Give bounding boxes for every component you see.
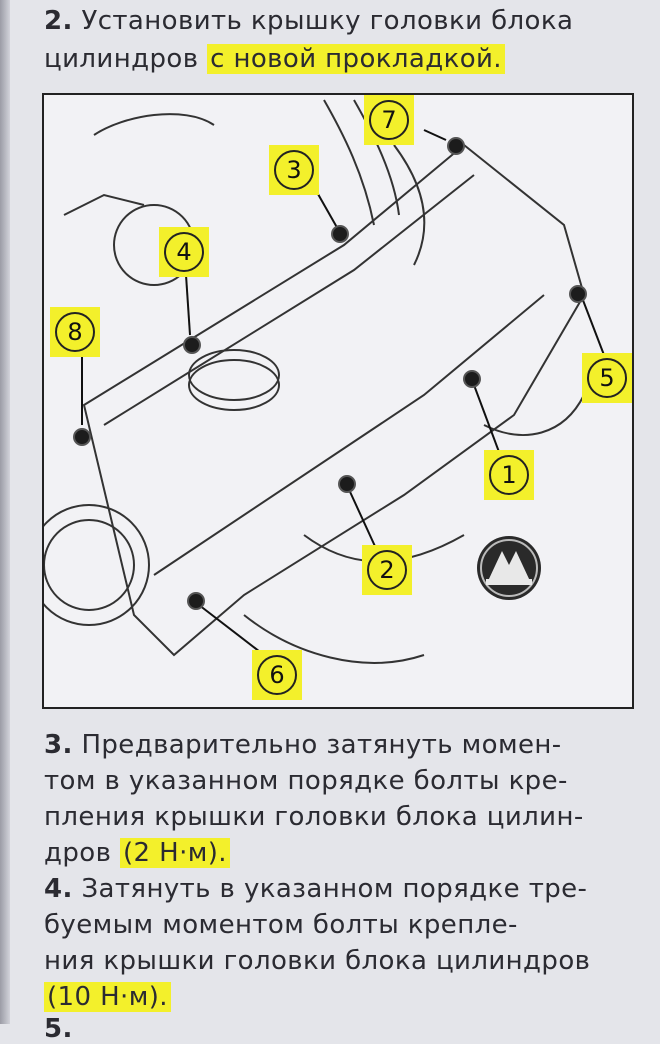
bolt-3 bbox=[331, 225, 349, 243]
bolt-7 bbox=[447, 137, 465, 155]
engine-drawing bbox=[44, 99, 605, 664]
bolt-4 bbox=[183, 336, 201, 354]
callout-1-label: 1 bbox=[489, 455, 529, 495]
callout-6: 6 bbox=[252, 650, 302, 700]
callout-1: 1 bbox=[484, 450, 534, 500]
bolt-6 bbox=[187, 592, 205, 610]
step3-highlight: (2 Н·м). bbox=[119, 838, 230, 868]
step4-line2: буемым моментом болты крепле- bbox=[44, 910, 518, 940]
callout-4-label: 4 bbox=[164, 232, 204, 272]
callout-5-label: 5 bbox=[587, 358, 627, 398]
engine-figure: 1 2 3 4 5 6 7 8 bbox=[42, 93, 634, 709]
callout-7-label: 7 bbox=[369, 100, 409, 140]
step2-line1: 2. Установить крышку головки блока bbox=[44, 6, 573, 36]
step4-highlight: (10 Н·м). bbox=[44, 982, 171, 1012]
step3-line3: пления крышки головки блока цилин- bbox=[44, 802, 584, 832]
step4-line4: (10 Н·м). bbox=[44, 982, 171, 1012]
step3-text-plain: дров bbox=[44, 838, 112, 868]
callout-8: 8 bbox=[50, 307, 100, 357]
step3-line2: том в указанном порядке болты кре- bbox=[44, 766, 568, 796]
callout-8-label: 8 bbox=[55, 312, 95, 352]
step2-line2: цилиндров с новой прокладкой. bbox=[44, 44, 505, 74]
callout-5: 5 bbox=[582, 353, 632, 403]
step5-number: 5. bbox=[44, 1014, 73, 1044]
page-edge bbox=[0, 0, 10, 1024]
callout-2: 2 bbox=[362, 545, 412, 595]
step4-line1: 4. Затянуть в указанном порядке тре- bbox=[44, 874, 587, 904]
step3-number: 3. bbox=[44, 730, 73, 760]
bolt-5 bbox=[569, 285, 587, 303]
bolt-1 bbox=[463, 370, 481, 388]
callout-4: 4 bbox=[159, 227, 209, 277]
step4-text: Затянуть в указанном порядке тре- bbox=[81, 874, 588, 904]
callout-3-label: 3 bbox=[274, 150, 314, 190]
step3-line1: 3. Предварительно затянуть момен- bbox=[44, 730, 562, 760]
step2-number: 2. bbox=[44, 6, 73, 36]
step3-line4: дров (2 Н·м). bbox=[44, 838, 230, 868]
step2-text: Установить крышку головки блока bbox=[81, 6, 574, 36]
bolt-2 bbox=[338, 475, 356, 493]
step4-line3: ния крышки головки блока цилиндров bbox=[44, 946, 591, 976]
callout-6-label: 6 bbox=[257, 655, 297, 695]
step4-number: 4. bbox=[44, 874, 73, 904]
callout-3: 3 bbox=[269, 145, 319, 195]
callout-7: 7 bbox=[364, 95, 414, 145]
manufacturer-emblem-icon bbox=[477, 536, 541, 600]
bolt-8 bbox=[73, 428, 91, 446]
step5-line1: 5. bbox=[44, 1014, 73, 1044]
callout-2-label: 2 bbox=[367, 550, 407, 590]
step2-text-plain: цилиндров bbox=[44, 44, 199, 74]
step3-text: Предварительно затянуть момен- bbox=[81, 730, 562, 760]
step2-highlight: с новой прокладкой. bbox=[207, 44, 505, 74]
